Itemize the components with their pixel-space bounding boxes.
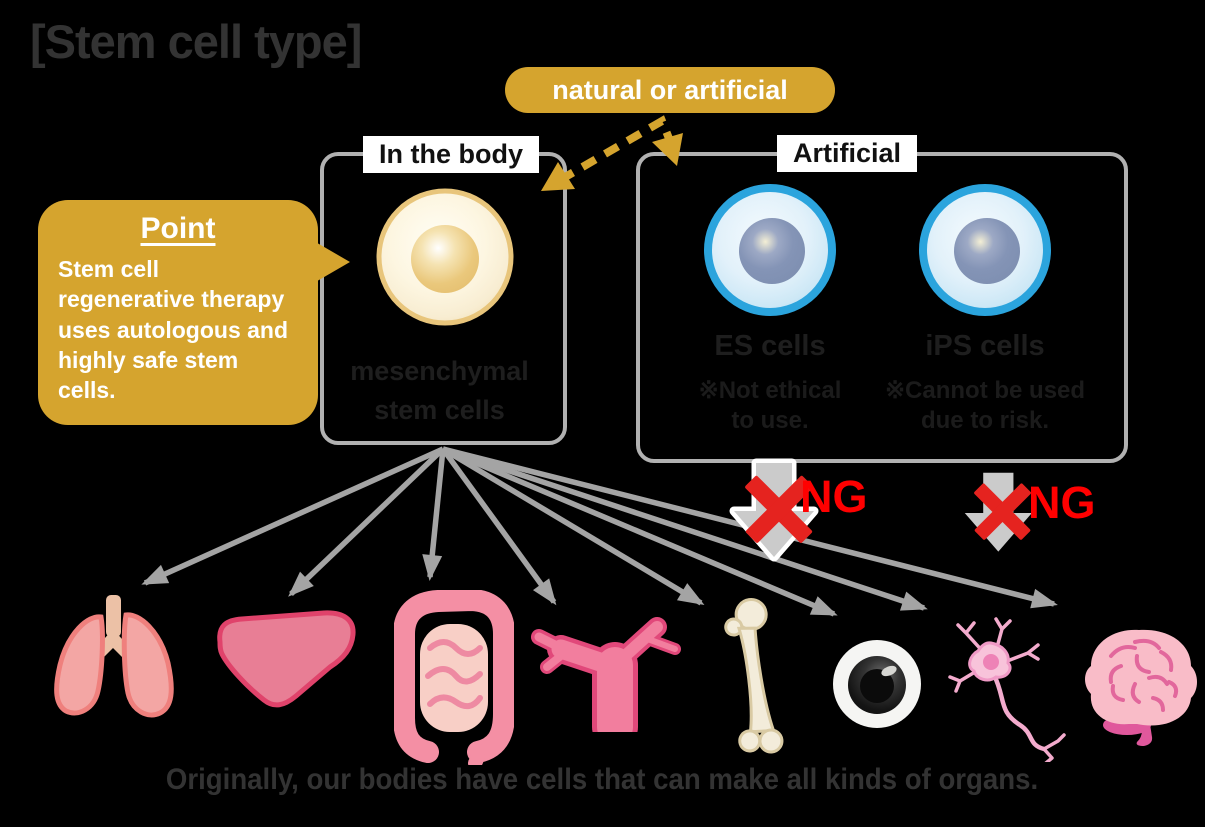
point-bubble: Point Stem cell regenerative therapy use… (38, 200, 318, 425)
point-body: Stem cell regenerative therapy uses auto… (58, 256, 289, 404)
neuron-icon (948, 617, 1066, 762)
natural-or-artificial-badge: natural or artificial (505, 67, 835, 113)
mesenchymal-cell-icon (376, 188, 514, 326)
es-cells-label: ES cells (714, 330, 826, 362)
ips-cell-icon (919, 184, 1051, 316)
mesenchymal-label: mesenchymal stem cells (350, 356, 529, 426)
page-title: [Stem cell type] (30, 15, 362, 68)
point-bubble-tail (300, 233, 350, 291)
intestines-icon (394, 590, 514, 765)
eye-icon (833, 640, 921, 728)
ng-label-es: NG (800, 471, 868, 522)
es-cell-icon (704, 184, 836, 316)
ng-label-ips: NG (1028, 477, 1096, 528)
ips-cells-label: iPS cells (925, 330, 1045, 362)
brain-icon (1085, 629, 1197, 746)
bottom-caption: Originally, our bodies have cells that c… (166, 763, 1039, 796)
ips-note: ※Cannot be used due to risk. (884, 377, 1086, 434)
es-note: ※Not ethical to use. (698, 377, 842, 434)
artificial-label: Artificial (777, 135, 918, 172)
in-the-body-label: In the body (363, 136, 539, 173)
liver-icon (217, 610, 356, 708)
point-title: Point (140, 212, 216, 245)
blood-vessel-icon (531, 617, 681, 732)
bone-icon (724, 597, 784, 754)
lungs-icon (54, 595, 174, 718)
